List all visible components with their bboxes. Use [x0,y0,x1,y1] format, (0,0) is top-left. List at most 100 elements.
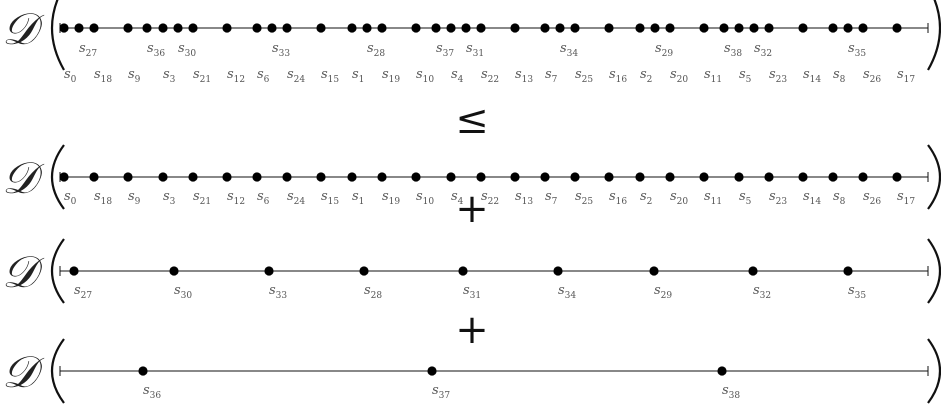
label-row1-lower-24: s8 [833,67,846,85]
right-paren-row3 [927,238,941,304]
label-index-row1-lower-11: 10 [423,75,435,85]
label-row2-20: s11 [704,189,722,207]
label-index-row2-14: 13 [522,197,534,207]
label-index-row3-8: 35 [855,291,867,301]
label-row1-upper-9: s38 [724,41,742,59]
label-row1-lower-6: s6 [257,67,270,85]
label-index-row2-4: 21 [200,197,211,207]
label-index-row3-3: 28 [371,291,383,301]
label-row1-lower-9: s1 [352,67,364,85]
label-row1-lower-2: s9 [128,67,141,85]
point-row1-3 [123,23,133,33]
label-row4-0: s36 [143,383,161,401]
right-paren-row2 [927,144,941,210]
label-row1-lower-3: s3 [163,67,176,85]
point-row1-23 [555,23,565,33]
point-row1-25 [604,23,614,33]
script-d-symbol-row2: 𝒟 [2,153,45,204]
label-index-row2-12: 4 [458,197,464,207]
label-index-row2-18: 2 [647,197,653,207]
label-index-row1-upper-2: 30 [185,49,197,59]
point-row3-5 [553,266,563,276]
label-row1-lower-23: s14 [803,67,821,85]
label-row1-upper-8: s29 [655,41,673,59]
point-row1-5 [158,23,168,33]
label-row2-25: s26 [863,189,881,207]
label-index-row2-23: 14 [810,197,822,207]
label-index-row2-2: 9 [135,197,141,207]
point-row1-14 [362,23,372,33]
label-row1-lower-25: s26 [863,67,881,85]
label-row3-1: s30 [174,283,192,301]
label-row1-lower-18: s2 [640,67,652,85]
point-row1-7 [188,23,198,33]
label-index-row2-17: 16 [616,197,628,207]
label-row1-lower-19: s20 [670,67,688,85]
point-row1-26 [635,23,645,33]
label-row2-16: s25 [575,189,593,207]
left-paren-row4 [51,338,65,404]
label-index-row1-lower-9: 1 [359,75,365,85]
point-row1-33 [764,23,774,33]
label-index-row2-11: 10 [423,197,435,207]
label-index-row1-lower-13: 22 [488,75,499,85]
point-row2-20 [699,172,709,182]
point-row3-4 [458,266,468,276]
point-row3-1 [169,266,179,276]
label-index-row1-lower-26: 17 [904,75,916,85]
label-row2-19: s20 [670,189,688,207]
point-row1-17 [431,23,441,33]
label-row2-17: s16 [609,189,627,207]
label-row2-7: s24 [287,189,305,207]
label-row2-2: s9 [128,189,141,207]
point-row1-9 [252,23,262,33]
point-row1-37 [858,23,868,33]
label-index-row1-lower-23: 14 [810,75,822,85]
label-index-row1-upper-3: 33 [279,49,291,59]
point-row2-8 [316,172,326,182]
label-row1-lower-10: s19 [382,67,400,85]
label-index-row2-3: 3 [170,197,176,207]
label-index-row1-lower-19: 20 [677,75,689,85]
point-row2-23 [798,172,808,182]
label-index-row3-1: 30 [181,291,193,301]
point-row1-8 [222,23,232,33]
label-row1-upper-2: s30 [178,41,196,59]
script-d-symbol-row3: 𝒟 [2,247,45,298]
point-row3-2 [264,266,274,276]
label-row3-2: s33 [269,283,287,301]
label-index-row2-0: 0 [71,197,77,207]
point-row1-18 [446,23,456,33]
right-paren-row4 [927,338,941,404]
label-index-row3-0: 27 [81,291,93,301]
label-index-row1-upper-0: 27 [86,49,98,59]
point-row3-8 [843,266,853,276]
point-row2-1 [89,172,99,182]
label-index-row1-upper-5: 37 [443,49,455,59]
label-index-row3-2: 33 [276,291,288,301]
label-index-row2-24: 8 [840,197,846,207]
point-row1-35 [828,23,838,33]
label-index-row3-7: 32 [760,291,771,301]
label-row1-upper-11: s35 [848,41,866,59]
label-index-row2-8: 15 [328,197,340,207]
label-index-row1-lower-2: 9 [135,75,141,85]
point-row2-19 [665,172,675,182]
label-index-row2-21: 5 [746,197,752,207]
point-row1-22 [540,23,550,33]
label-row1-upper-10: s32 [754,41,772,59]
right-paren-row1 [927,0,941,71]
label-index-row2-26: 17 [904,197,916,207]
point-row1-11 [282,23,292,33]
label-index-row1-lower-0: 0 [71,75,77,85]
point-row1-30 [719,23,729,33]
label-index-row3-5: 34 [565,291,577,301]
point-row1-27 [650,23,660,33]
point-row2-26 [892,172,902,182]
label-row1-upper-3: s33 [272,41,290,59]
label-row4-2: s38 [722,383,740,401]
label-index-row1-lower-16: 25 [582,75,594,85]
label-index-row2-13: 22 [488,197,499,207]
leq-sign: ≤ [455,97,489,143]
